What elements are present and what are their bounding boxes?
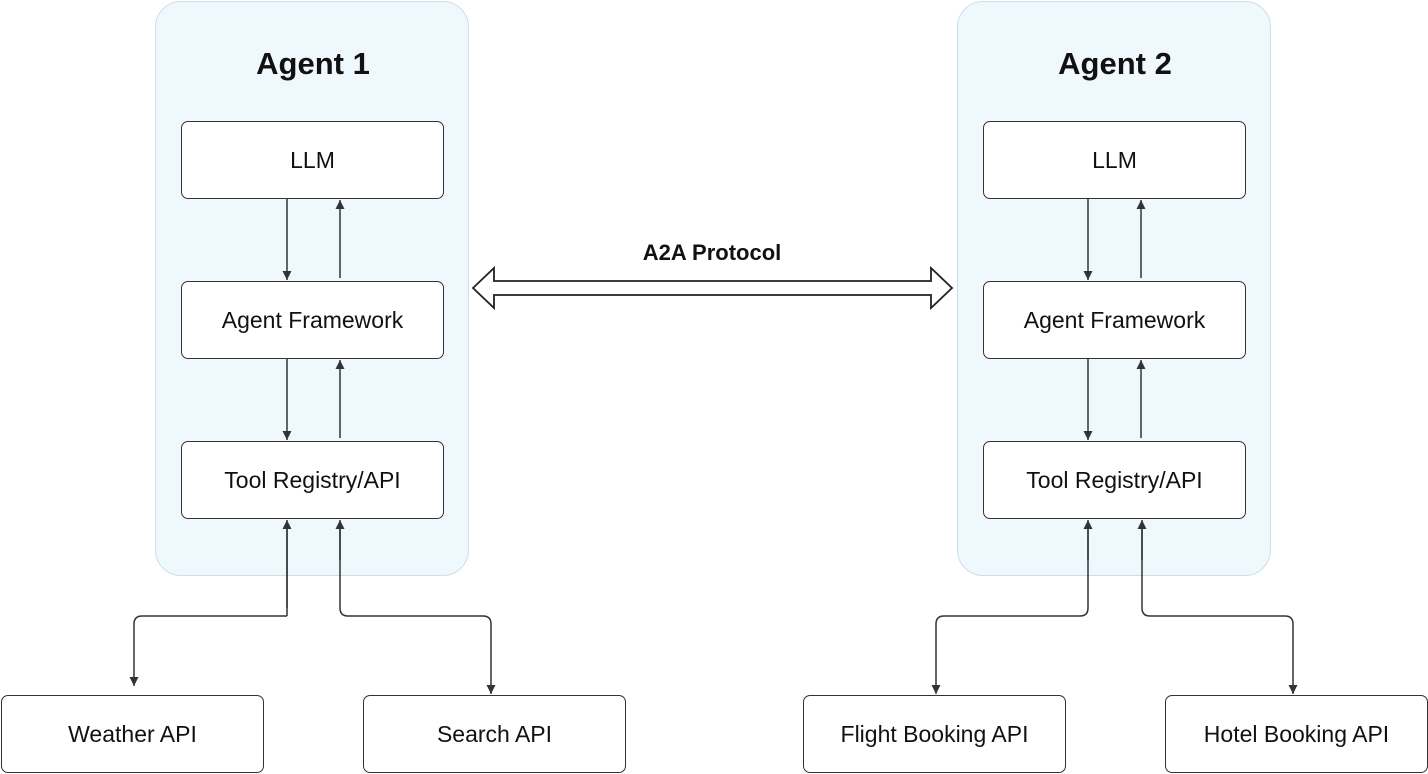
hotel-booking-api-connector	[1141, 528, 1298, 694]
a2a-protocol-arrow	[471, 265, 954, 311]
hotel-booking-api-box: Hotel Booking API	[1165, 695, 1428, 773]
search-api-connector	[339, 528, 496, 694]
agent-2-llm-box: LLM	[983, 121, 1246, 199]
flight-booking-api-box: Flight Booking API	[803, 695, 1066, 773]
agent-2-framework-box: Agent Framework	[983, 281, 1246, 359]
agent-2-title: Agent 2	[1058, 46, 1172, 81]
flight-booking-api-connector	[931, 528, 1089, 694]
agent-1-framework-box: Agent Framework	[181, 281, 444, 359]
weather-api-box: Weather API	[1, 695, 264, 773]
a2a-protocol-label: A2A Protocol	[642, 240, 782, 265]
weather-api-connector	[134, 528, 288, 686]
search-api-box: Search API	[363, 695, 626, 773]
agent-1-llm-box: LLM	[181, 121, 444, 199]
agent-2-tool-registry-box: Tool Registry/API	[983, 441, 1246, 519]
agent-1-title: Agent 1	[256, 46, 370, 81]
agent-1-tool-registry-box: Tool Registry/API	[181, 441, 444, 519]
